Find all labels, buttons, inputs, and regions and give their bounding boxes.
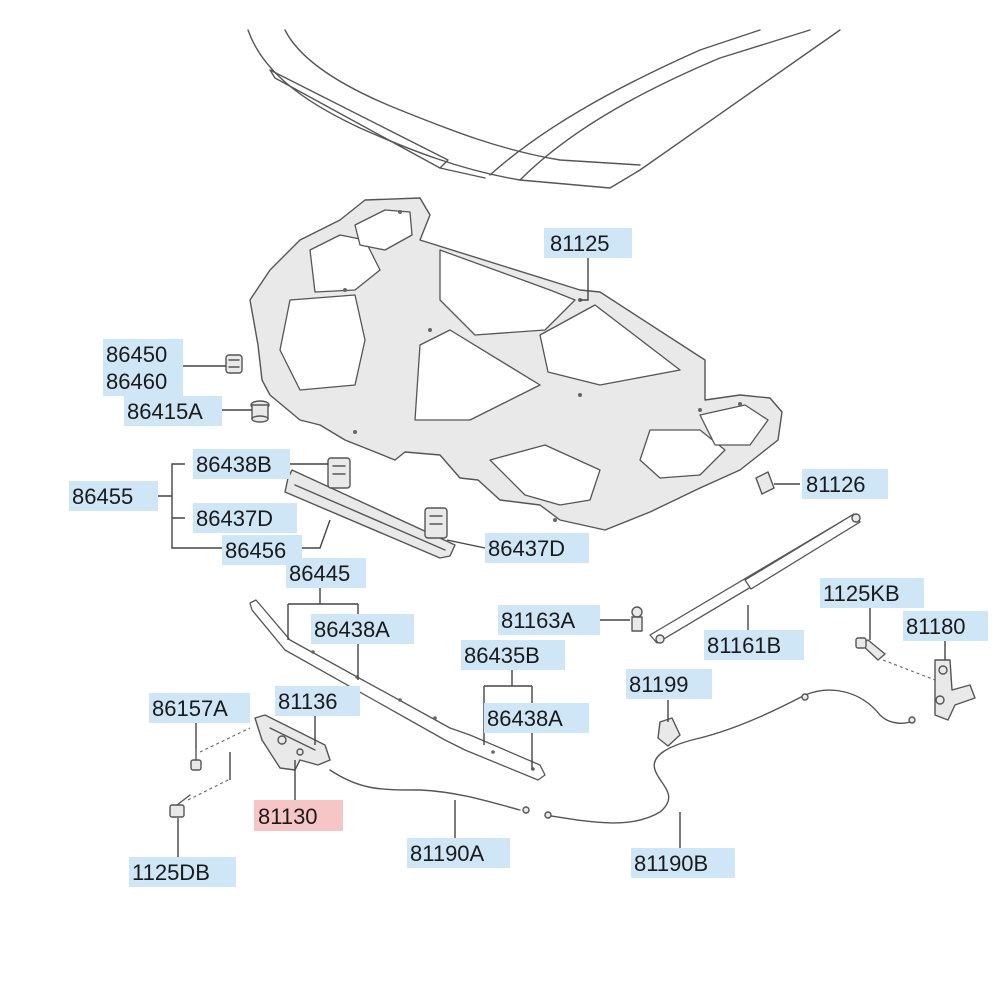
label-text: 81130 — [258, 804, 318, 829]
label-86460: 86460 — [103, 366, 183, 396]
label-86437D-right: 86437D — [485, 533, 589, 563]
label-81199: 81199 — [626, 669, 712, 699]
label-text: 86415A — [127, 399, 203, 424]
label-81130-highlighted: 81130 — [254, 800, 343, 831]
label-86415A: 86415A — [124, 396, 222, 426]
ball-stud-81163A — [631, 606, 643, 632]
label-81161B: 81161B — [704, 630, 804, 660]
catch-81180 — [934, 659, 976, 721]
label-text: 81126 — [806, 472, 866, 497]
label-text: 86438A — [314, 617, 390, 642]
label-81190B: 81190B — [631, 848, 735, 878]
label-81163A: 81163A — [498, 605, 600, 635]
label-text: 86157A — [152, 696, 228, 721]
label-text: 86438B — [196, 452, 272, 477]
label-text: 86437D — [488, 536, 565, 561]
hood-insulator — [249, 197, 783, 531]
release-cable — [329, 689, 916, 824]
label-86438B: 86438B — [193, 449, 290, 479]
label-text: 1125DB — [132, 860, 210, 885]
label-81180: 81180 — [903, 611, 988, 641]
label-81136: 81136 — [275, 686, 360, 716]
hood-panel — [247, 29, 841, 189]
clip-86450 — [225, 354, 243, 374]
label-text: 81180 — [906, 614, 966, 639]
label-86438A-bottom: 86438A — [484, 703, 589, 733]
label-86450: 86450 — [103, 339, 183, 369]
bolt-1125KB — [855, 637, 886, 661]
label-text: 1125KB — [823, 581, 900, 606]
label-86438A-top: 86438A — [311, 614, 414, 644]
label-text: 86450 — [106, 342, 167, 367]
label-text: 86456 — [225, 538, 286, 563]
label-text: 81190A — [410, 841, 485, 866]
label-text: 81136 — [278, 689, 338, 714]
latch-81130 — [254, 714, 331, 771]
label-86437D-left: 86437D — [193, 503, 297, 533]
bolt-1125DB — [169, 794, 191, 818]
label-text: 81125 — [550, 231, 610, 256]
label-1125KB: 1125KB — [820, 578, 924, 608]
gas-lift-81161B — [649, 513, 861, 644]
label-86445: 86445 — [286, 558, 366, 588]
label-text: 86435B — [464, 643, 540, 668]
grille-bracket — [284, 457, 456, 559]
label-text: 81199 — [629, 672, 689, 697]
clip-81199 — [657, 717, 681, 747]
label-86157A: 86157A — [149, 693, 250, 723]
label-text: 86455 — [72, 484, 133, 509]
label-86455: 86455 — [69, 481, 158, 511]
label-86456: 86456 — [222, 535, 302, 565]
label-text: 81161B — [707, 633, 781, 658]
leader-lines — [158, 258, 946, 857]
stopper-81126 — [755, 471, 775, 495]
label-text: 81163A — [501, 608, 576, 633]
label-text: 86438A — [487, 706, 563, 731]
label-text: 86445 — [289, 561, 350, 586]
label-81190A: 81190A — [407, 838, 510, 868]
label-81126: 81126 — [802, 469, 888, 499]
label-text: 81190B — [634, 851, 708, 876]
label-86435B: 86435B — [461, 640, 565, 670]
bolt-86157A — [190, 747, 202, 771]
label-text: 86437D — [196, 506, 273, 531]
label-1125DB: 1125DB — [129, 857, 236, 887]
bumper-86415A — [250, 400, 270, 423]
label-text: 86460 — [106, 369, 167, 394]
label-81125: 81125 — [544, 228, 632, 258]
